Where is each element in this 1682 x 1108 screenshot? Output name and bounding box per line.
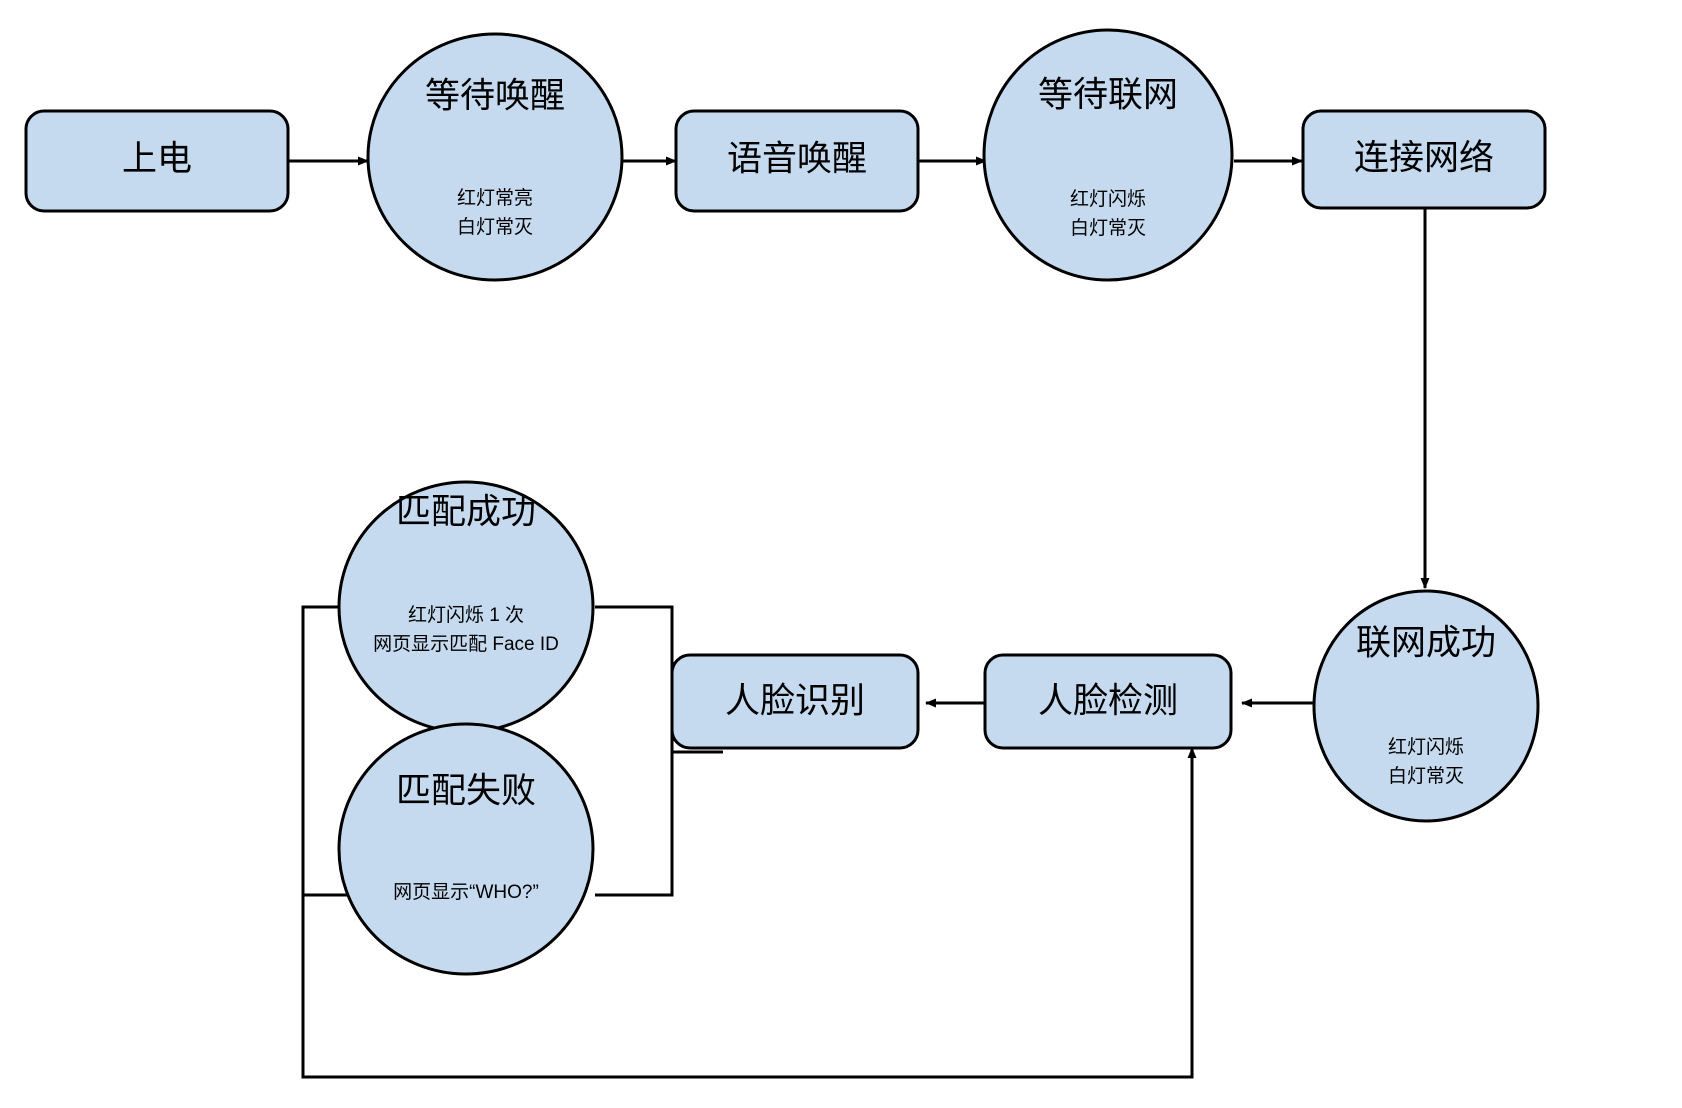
node-wait-network-label: 等待联网	[1038, 75, 1178, 114]
node-face-recognize[interactable]: 人脸识别	[670, 653, 920, 750]
node-match-success-detail-line2: 网页显示匹配 Face ID	[373, 634, 559, 655]
node-voice-wake-shape[interactable]	[674, 109, 920, 213]
node-voice-wake-label: 语音唤醒	[727, 139, 867, 178]
node-connect-network-label: 连接网络	[1354, 138, 1494, 177]
node-face-recognize-label: 人脸识别	[725, 681, 865, 720]
node-wait-wake-detail-line1: 红灯常亮	[457, 187, 533, 209]
node-wait-wake-shape[interactable]	[366, 32, 624, 282]
node-wait-network[interactable]: 等待联网 红灯闪烁 白灯常灭	[982, 28, 1234, 282]
node-face-detect-shape[interactable]	[983, 653, 1233, 750]
node-wait-wake-detail-line2: 白灯常灭	[457, 216, 533, 238]
node-match-success[interactable]: 匹配成功 红灯闪烁 1 次 网页显示匹配 Face ID	[337, 480, 595, 734]
node-match-success-detail-line1: 红灯闪烁 1 次	[408, 604, 524, 626]
node-layer: 上电 等待唤醒 红灯常亮 白灯常灭 语音唤醒 等待联网 红灯闪烁 白灯常灭	[24, 28, 1547, 976]
node-face-detect[interactable]: 人脸检测	[983, 653, 1233, 750]
node-network-success[interactable]: 联网成功 红灯闪烁 白灯常灭	[1312, 589, 1540, 823]
node-match-fail-label: 匹配失败	[396, 771, 536, 810]
edge-face-recognize-to-match-bracket	[595, 605, 674, 752]
node-network-success-detail-line2: 白灯常灭	[1388, 765, 1464, 787]
node-power-on-shape[interactable]	[24, 109, 290, 213]
edge-layer	[288, 156, 1430, 1079]
node-power-on[interactable]: 上电	[24, 109, 290, 213]
node-wait-wake-label: 等待唤醒	[425, 76, 565, 115]
node-match-fail-detail-line1: 网页显示“WHO?”	[393, 882, 539, 903]
node-connect-network[interactable]: 连接网络	[1301, 109, 1547, 210]
node-network-success-shape[interactable]	[1312, 589, 1540, 823]
node-power-on-label: 上电	[122, 139, 192, 178]
node-face-recognize-shape[interactable]	[670, 653, 920, 750]
edge-match-left-bracket	[301, 605, 370, 897]
edge-match-fail-loop-to-face-detect	[301, 747, 1197, 1079]
node-wait-wake[interactable]: 等待唤醒 红灯常亮 白灯常灭	[366, 32, 624, 282]
node-wait-network-detail-line1: 红灯闪烁	[1070, 188, 1146, 210]
node-voice-wake[interactable]: 语音唤醒	[674, 109, 920, 213]
node-face-detect-label: 人脸检测	[1038, 681, 1178, 720]
node-network-success-label: 联网成功	[1356, 623, 1496, 662]
node-wait-network-detail-line2: 白灯常灭	[1070, 217, 1146, 239]
node-connect-network-shape[interactable]	[1301, 109, 1547, 210]
edge-face-recognize-bracket-lower	[595, 752, 674, 897]
node-match-fail[interactable]: 匹配失败 网页显示“WHO?”	[337, 722, 595, 976]
node-match-success-label: 匹配成功	[396, 492, 536, 531]
node-wait-network-shape[interactable]	[982, 28, 1234, 282]
node-match-fail-shape[interactable]	[337, 722, 595, 976]
node-network-success-detail-line1: 红灯闪烁	[1388, 736, 1464, 758]
